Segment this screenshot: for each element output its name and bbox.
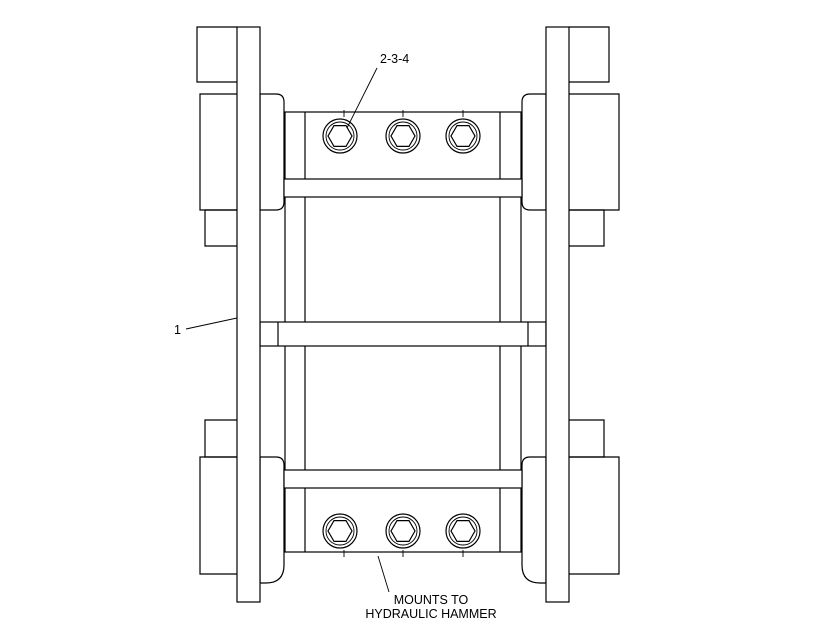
bottom-bolt-row — [322, 513, 481, 557]
right-upper-boss — [521, 93, 547, 211]
right-lower-pad — [569, 419, 620, 575]
bolts-leader-line — [346, 67, 378, 129]
left-side-plate — [236, 26, 261, 603]
right-lower-boss — [521, 456, 547, 584]
mount-leader-line — [377, 555, 390, 593]
bolt-head — [322, 118, 358, 154]
plate-leader-line — [185, 317, 238, 330]
plate-callout: 1 — [174, 323, 181, 337]
right-upper-pad — [569, 26, 620, 247]
bolt-head — [322, 513, 358, 549]
left-lower-boss — [259, 456, 285, 584]
bolt-head — [445, 513, 481, 549]
center-pin — [259, 321, 547, 347]
bolt-head — [385, 513, 421, 549]
bolt-head — [445, 118, 481, 154]
top-bolt-row — [322, 110, 481, 154]
mount-callout-line1: MOUNTS TO — [394, 593, 469, 607]
upper-pin — [283, 178, 523, 198]
left-upper-pad — [196, 26, 237, 247]
left-upper-boss — [259, 93, 285, 211]
mount-callout-line2: HYDRAULIC HAMMER — [365, 607, 496, 621]
lower-pin — [283, 469, 523, 489]
right-side-plate — [545, 26, 570, 603]
bolt-head — [385, 118, 421, 154]
bolts-callout: 2-3-4 — [380, 52, 409, 66]
